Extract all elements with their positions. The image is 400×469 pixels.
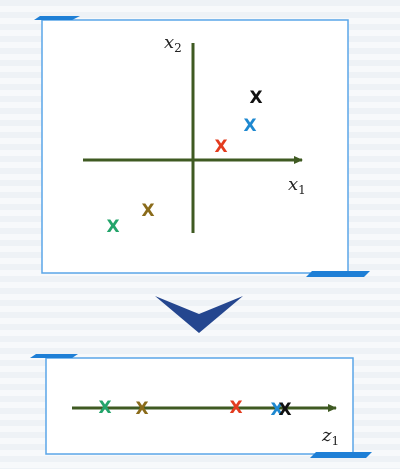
top-panel-corner-tab [34, 16, 80, 20]
data-point-red: X [214, 137, 227, 157]
top-panel: x2 x1 X X X X X [34, 16, 370, 277]
top-panel-frame [41, 19, 349, 274]
data-point-black: X [249, 88, 262, 108]
x1-axis-label: x1 [288, 174, 306, 197]
bottom-panel-corner-tab [30, 354, 78, 358]
projected-point-black: X [278, 400, 291, 420]
data-point-green: X [106, 217, 119, 237]
z1-axis-label: z1 [321, 425, 339, 448]
chevron-down-icon [155, 296, 243, 333]
projected-point-brown: X [135, 399, 148, 419]
x2-axis-label: x2 [164, 32, 182, 55]
bottom-panel: z1 X X X X X [30, 354, 372, 458]
bottom-panel-frame [45, 357, 354, 455]
projected-point-blue: X [270, 400, 283, 420]
data-point-brown: X [141, 201, 154, 221]
top-panel-corner-tab-bottom [306, 271, 370, 277]
bottom-panel-corner-tab-bottom [310, 452, 372, 458]
projected-point-red: X [229, 398, 242, 418]
data-point-blue: X [243, 116, 256, 136]
projected-point-green: X [98, 398, 111, 418]
